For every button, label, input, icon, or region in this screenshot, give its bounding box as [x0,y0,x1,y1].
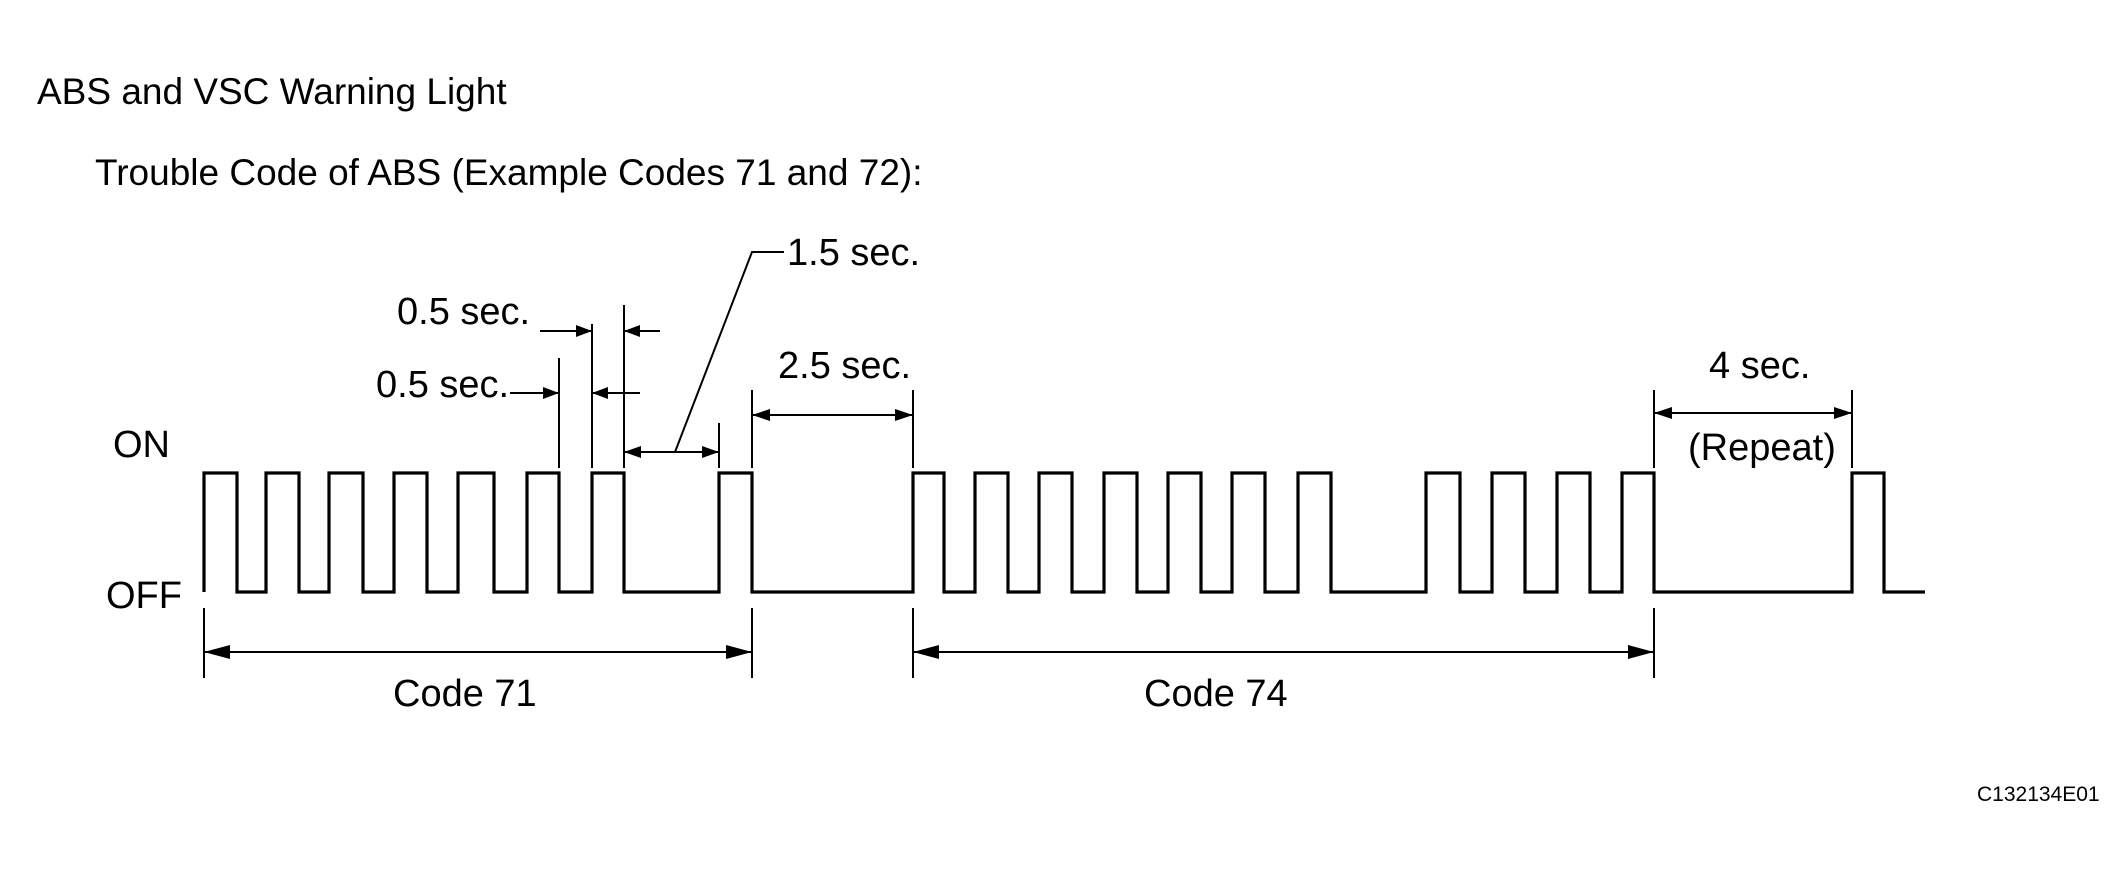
pulse-off-duration-label: 0.5 sec. [376,364,509,406]
repeat-interval-label: 4 sec. [1709,345,1810,387]
on-level-label: ON [113,424,170,466]
digit-gap-dimension-arrow [624,251,784,458]
pulse-off-dimension-arrows [510,387,640,399]
diagram-subtitle: Trouble Code of ABS (Example Codes 71 an… [95,152,923,193]
dimension-extension-lines [203,305,1853,678]
pulse-on-dimension-arrows [540,325,660,337]
warning-light-signal-waveform [202,471,1925,594]
repeat-note-label: (Repeat) [1688,427,1836,469]
code-74-span-arrow [913,645,1654,659]
diagram-title: ABS and VSC Warning Light [37,71,507,112]
off-level-label: OFF [106,575,182,617]
pulse-on-duration-label: 0.5 sec. [397,291,530,333]
figure-reference-id: C132134E01 [1977,783,2100,806]
code-gap-dimension-arrow [752,409,913,421]
code-71-label: Code 71 [393,673,537,715]
code-gap-duration-label: 2.5 sec. [778,345,911,387]
code-74-label: Code 74 [1144,673,1288,715]
code-71-span-arrow [204,645,752,659]
digit-gap-duration-label: 1.5 sec. [787,232,920,274]
repeat-interval-dimension-arrow [1654,407,1852,419]
